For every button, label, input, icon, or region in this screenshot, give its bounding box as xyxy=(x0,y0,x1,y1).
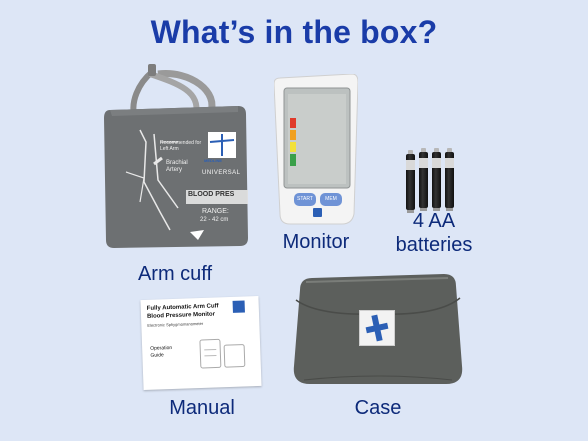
manual-logo-icon xyxy=(232,300,245,313)
batteries-label-line1: 4 AA xyxy=(412,210,456,232)
manual-guide-line1: Operation xyxy=(150,345,173,352)
case-logo-icon xyxy=(359,310,395,346)
monitor-mem-button[interactable]: MEM xyxy=(320,193,342,206)
cuff-blood-pressure-text: BLOOD PRES xyxy=(188,191,235,198)
manual-cover-title-1: Fully Automatic Arm Cuff xyxy=(146,303,219,312)
cuff-recommended-text: Recommended for Left Arm xyxy=(160,140,202,152)
manual-cover-title-2: Blood Pressure Monitor xyxy=(146,311,216,320)
cuff-brand-text: MEDLINE xyxy=(204,158,222,163)
monitor-label: Monitor xyxy=(282,231,350,253)
cuff-range-value: 22 - 42 cm xyxy=(200,217,229,223)
manual-booklet: Fully Automatic Arm Cuff Blood Pressure … xyxy=(140,295,262,391)
monitor-start-button[interactable]: START xyxy=(294,193,316,206)
manual-cover-subtitle: Electronic Sphygmomanometer xyxy=(147,320,204,328)
batteries-label-line2: batteries xyxy=(395,234,473,256)
cuff-universal-text: UNIVERSAL xyxy=(202,170,241,176)
monitor-image xyxy=(273,73,359,226)
manual-label: Manual xyxy=(169,397,235,419)
cuff-artery-text: Brachial Artery xyxy=(166,160,188,173)
cuff-range-label: RANGE: xyxy=(202,208,229,215)
arm-cuff-label: Arm cuff xyxy=(137,263,213,285)
manual-guide-line2: Guide xyxy=(150,352,164,359)
manual-illustration xyxy=(196,334,249,372)
arm-cuff-image xyxy=(100,62,260,254)
case-label: Case xyxy=(354,397,402,419)
monitor-logo-icon xyxy=(313,208,322,217)
batteries-image xyxy=(404,148,464,213)
page-title: What’s in the box? xyxy=(150,14,438,50)
